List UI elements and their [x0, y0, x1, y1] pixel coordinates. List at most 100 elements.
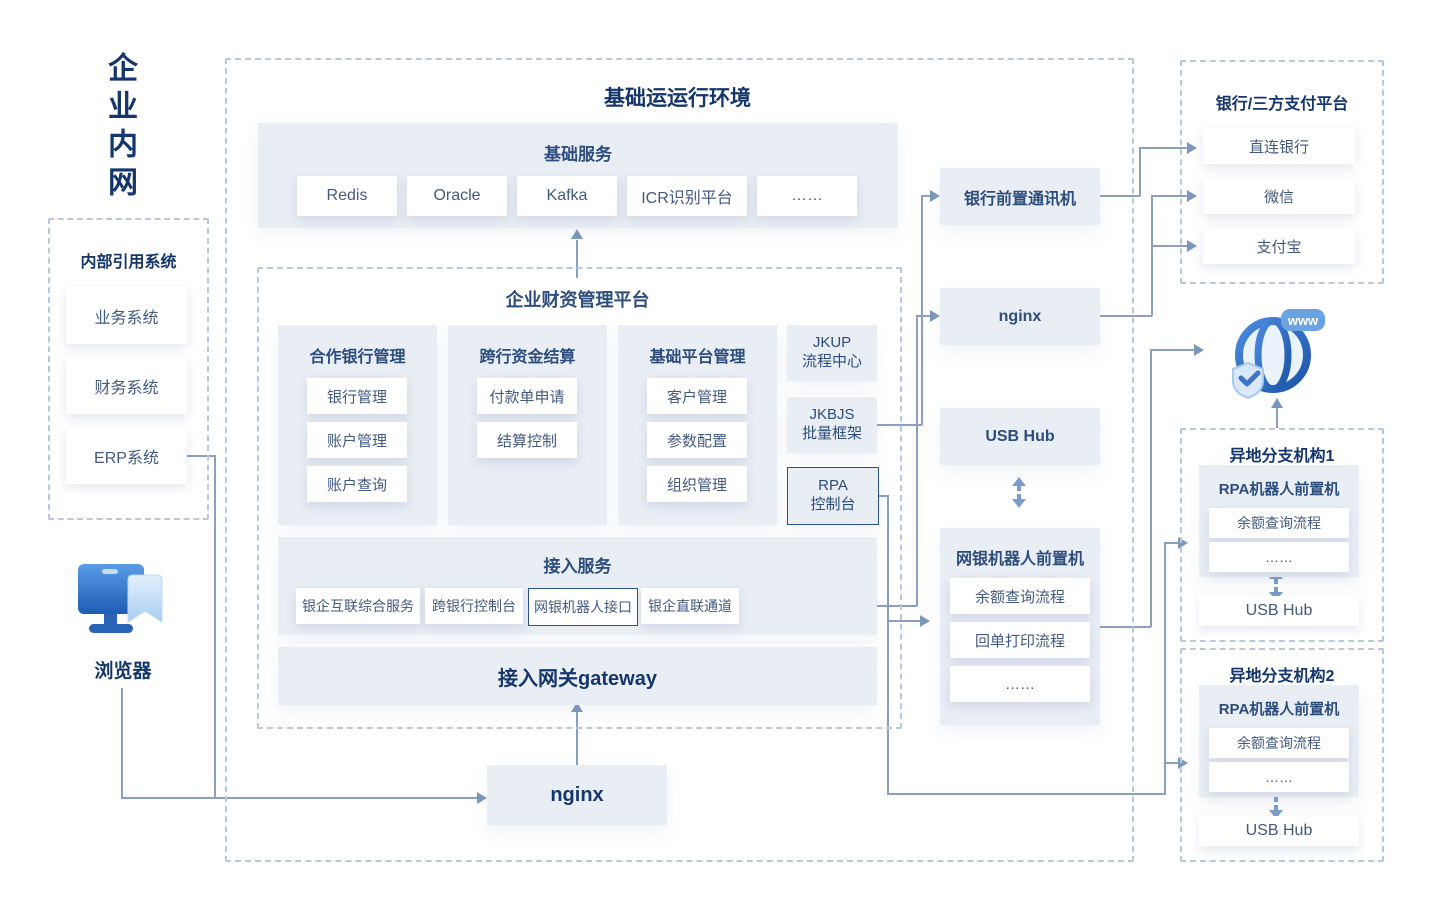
connector-rpa-robot-h [887, 620, 922, 622]
chip-balance-flow: 余额查询流程 [950, 578, 1090, 614]
chip-more-flows: …… [950, 666, 1090, 702]
connector-branch-v [1164, 542, 1166, 794]
arrow-into-globe [1194, 344, 1204, 356]
connector-robot-globe-h2 [1150, 349, 1196, 351]
connector-direct-h2 [916, 315, 932, 317]
connector-jkbjs-h [877, 424, 922, 426]
connector-nginx-pay-h [1100, 315, 1152, 317]
bottom-nginx-box: nginx [487, 765, 667, 825]
browser-label: 浏览器 [94, 661, 152, 682]
arrow-into-robot-front [920, 615, 930, 627]
arrow-into-branch2 [1178, 757, 1188, 769]
arrow-into-branch1 [1178, 537, 1188, 549]
connector-rpa-v [887, 495, 889, 794]
up-arrow-icon [1012, 477, 1026, 491]
chip-account-mgmt: 账户管理 [307, 422, 407, 458]
branch1-chip-more: …… [1209, 542, 1349, 572]
branch1-usbhub-box: USB Hub [1199, 596, 1359, 626]
chip-settlement-control: 结算控制 [477, 422, 577, 458]
module-rpa-line1: RPA [818, 477, 848, 495]
remote-branch1-panel: 异地分支机构1 [1180, 428, 1384, 642]
check-icon [1238, 370, 1261, 387]
chip-ebank-robot-api: 网银机器人接口 [528, 588, 638, 626]
payment-platforms-panel: 银行/三方支付平台 [1180, 60, 1384, 284]
chip-param-config: 参数配置 [647, 422, 747, 458]
connector-robot-globe-h [1100, 626, 1151, 628]
arrow-into-mid-nginx [930, 310, 940, 322]
arrow-into-nginx [477, 792, 487, 804]
service-chip-kafka: Kafka [517, 176, 617, 216]
module-jkbjs: JKBJS 批量框架 [787, 397, 877, 453]
branch1-rpa-front-title: RPA机器人前置机 [1218, 481, 1340, 498]
module-jkup: JKUP 流程中心 [787, 325, 877, 381]
connector-direct-v [916, 315, 918, 606]
connector-platform-base [576, 240, 578, 278]
arrow-into-wechat [1187, 190, 1197, 202]
connector-branch1-globe [1276, 408, 1278, 428]
chip-customer-mgmt: 客户管理 [647, 378, 747, 414]
service-chip-oracle: Oracle [407, 176, 507, 216]
system-chip-erp: ERP系统 [66, 427, 187, 484]
group-platform-mgmt-title: 基础平台管理 [649, 349, 746, 366]
browser-icon [70, 558, 176, 658]
connector-rpa-h [877, 495, 888, 497]
arrow-into-gateway [571, 702, 583, 712]
system-chip-business: 业务系统 [66, 287, 187, 344]
module-jkup-line2: 流程中心 [801, 353, 862, 370]
system-chip-finance: 财务系统 [66, 357, 187, 414]
chip-direct-bank: 直连银行 [1203, 128, 1355, 164]
module-rpa-line2: 控制台 [810, 496, 856, 513]
connector-browser-v [121, 688, 123, 798]
connector-erp-h [187, 455, 215, 457]
internal-systems-panel: 内部引用系统 [48, 218, 209, 520]
connector-bankfront-h [1100, 195, 1140, 197]
branch2-chip-more: …… [1209, 762, 1349, 792]
connector-nginx-gateway [576, 712, 578, 765]
service-chip-redis: Redis [297, 176, 397, 216]
connector-branch2-h [1164, 762, 1180, 764]
branch2-usbhub-box: USB Hub [1199, 816, 1359, 846]
remote-branch2-panel: 异地分支机构2 [1180, 648, 1384, 862]
module-jkup-line1: JKUP [812, 334, 852, 352]
chip-bank-mgmt: 银行管理 [307, 378, 407, 414]
mid-usbhub-box: USB Hub [940, 408, 1100, 465]
arrow-into-base-services [571, 229, 583, 239]
module-rpa-console: RPA 控制台 [787, 467, 879, 525]
usbhub-robot-double-arrow [1012, 477, 1026, 508]
branch1-chip-balance-flow: 余额查询流程 [1209, 508, 1349, 538]
chip-crossbank-console: 跨银行控制台 [425, 588, 523, 624]
arrow-branch1-globe [1271, 398, 1283, 408]
access-services-title: 接入服务 [543, 557, 612, 576]
connector-nginx-pay-v [1151, 195, 1153, 316]
chip-org-mgmt: 组织管理 [647, 466, 747, 502]
mid-nginx-box: nginx [940, 288, 1100, 345]
branch2-chip-balance-flow: 余额查询流程 [1209, 728, 1349, 758]
connector-jkbjs-h2 [921, 195, 932, 197]
internal-systems-title: 内部引用系统 [80, 254, 177, 271]
connector-robot-globe-v [1150, 349, 1152, 627]
chip-payment-request: 付款单申请 [477, 378, 577, 414]
gateway-box: 接入网关gateway [278, 647, 877, 705]
payment-platforms-title: 银行/三方支付平台 [1215, 96, 1349, 113]
treasury-platform-title: 企业财资管理平台 [505, 290, 650, 310]
robot-front-title: 网银机器人前置机 [955, 551, 1084, 568]
arrow-into-alipay [1187, 240, 1197, 252]
runtime-environment-panel [225, 58, 1134, 862]
chip-bank-ent-service: 银企互联综合服务 [296, 588, 420, 624]
chip-alipay: 支付宝 [1203, 228, 1355, 264]
bank-front-box: 银行前置通讯机 [940, 168, 1100, 225]
chip-receipt-print-flow: 回单打印流程 [950, 622, 1090, 658]
connector-jkbjs-v [921, 195, 923, 425]
module-jkbjs-line2: 批量框架 [801, 425, 862, 442]
www-badge: www [1287, 313, 1319, 328]
group-bank-mgmt-title: 合作银行管理 [309, 349, 406, 366]
intranet-title: 企业内网 [103, 52, 136, 204]
branch2-rpa-front-title: RPA机器人前置机 [1218, 701, 1340, 718]
internet-globe-icon: www [1225, 303, 1330, 405]
remote-branch2-title: 异地分支机构2 [1229, 668, 1335, 685]
connector-bankfront-v [1139, 147, 1141, 196]
connector-wechat-h [1151, 195, 1189, 197]
connector-rpa-bus-h [887, 793, 1166, 795]
connector-erp-v [214, 455, 216, 798]
connector-alipay-h [1151, 245, 1189, 247]
